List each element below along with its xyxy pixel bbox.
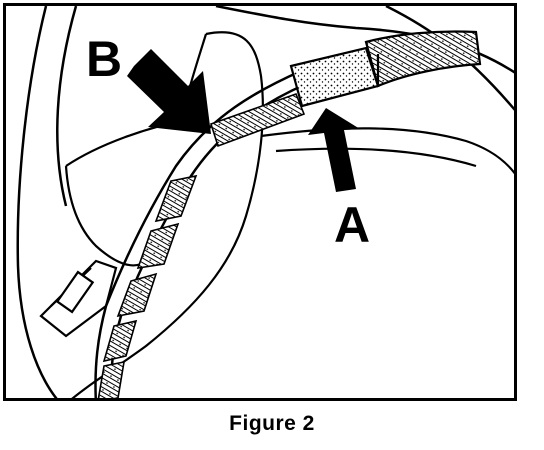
mounting-bracket bbox=[39, 259, 118, 338]
arrow-b bbox=[127, 49, 211, 134]
figure-illustration: B A bbox=[3, 3, 517, 401]
wiring-harness bbox=[94, 69, 307, 398]
shroud-panel bbox=[16, 6, 514, 398]
arrow-a bbox=[308, 108, 360, 192]
figure-caption: Figure 2 bbox=[229, 412, 315, 435]
line-drawing: B A bbox=[16, 6, 514, 398]
callout-b-label: B bbox=[86, 31, 122, 87]
callout-a-label: A bbox=[334, 197, 370, 253]
cover-body bbox=[64, 31, 514, 398]
connector-a bbox=[289, 30, 482, 108]
